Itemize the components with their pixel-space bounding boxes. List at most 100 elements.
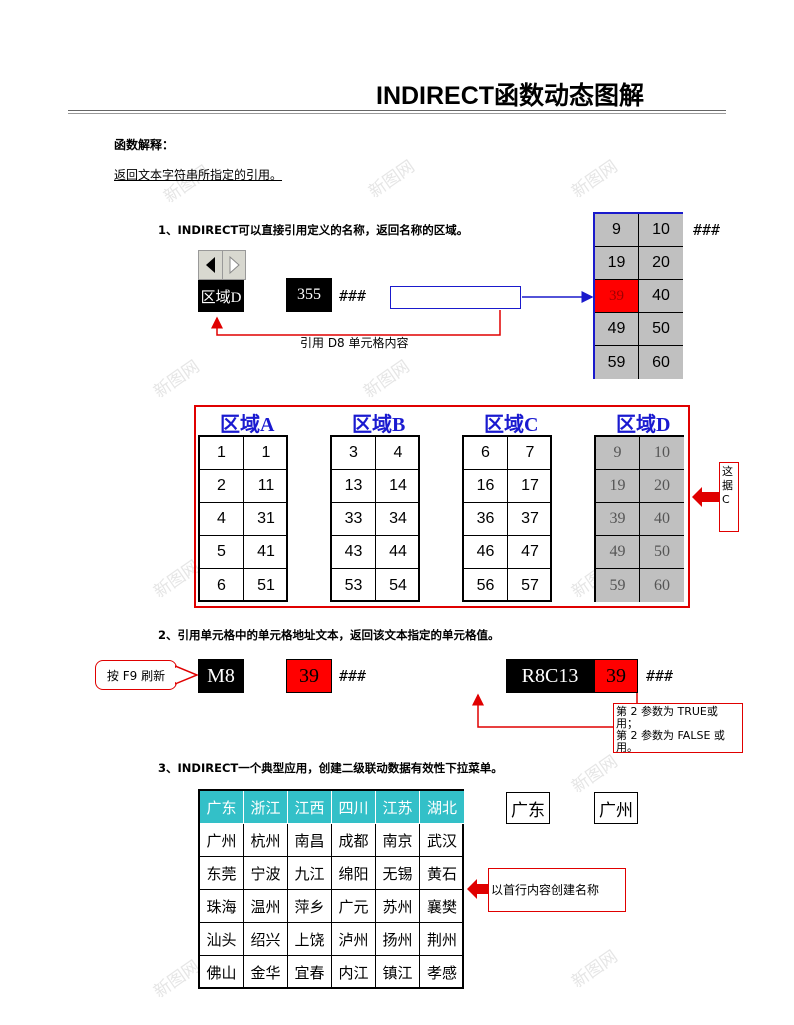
region-callout: 这 据 C bbox=[719, 462, 739, 532]
city-cell: 武汉 bbox=[420, 824, 464, 857]
function-heading: 函数解释： bbox=[114, 138, 175, 152]
section-3-heading: 3、INDIRECT一个典型应用，创建二级联动数据有效性下拉菜单。 bbox=[158, 761, 503, 775]
grid-cell: 17 bbox=[508, 470, 552, 503]
grid-cell: 37 bbox=[508, 503, 552, 536]
parameter-note: 第 2 参数为 TRUE或 用； 第 2 参数为 FALSE 或 用。 bbox=[613, 703, 743, 753]
reference-note: 引用 D8 单元格内容 bbox=[300, 336, 409, 350]
grid-cell: 5 bbox=[200, 536, 244, 569]
city-cell: 无锡 bbox=[376, 857, 420, 890]
grid-cell: 19 bbox=[596, 470, 640, 503]
title-rule bbox=[68, 110, 726, 111]
grid-cell: 54 bbox=[389, 576, 407, 594]
city-cell: 绍兴 bbox=[244, 923, 288, 956]
grid-cell: 60 bbox=[639, 346, 683, 379]
city-cell: 成都 bbox=[332, 824, 376, 857]
grid-cell: 19 bbox=[595, 247, 639, 280]
city-cell: 宁波 bbox=[244, 857, 288, 890]
overflow-hash: ### bbox=[646, 667, 674, 685]
grid-cell: 36 bbox=[464, 503, 508, 536]
grid-cell: 4 bbox=[200, 503, 244, 536]
page-title: INDIRECT函数动态图解 bbox=[376, 82, 645, 110]
city-cell: 泸州 bbox=[332, 923, 376, 956]
city-cell: 黄石 bbox=[420, 857, 464, 890]
callout-pointer bbox=[175, 665, 199, 685]
city-cell: 东莞 bbox=[200, 857, 244, 890]
parameter-note-line: 第 2 参数为 TRUE或 bbox=[616, 705, 718, 718]
province-header: 四川 bbox=[332, 791, 376, 824]
city-cell: 上饶 bbox=[288, 923, 332, 956]
overflow-hash: ### bbox=[693, 221, 721, 239]
city-cell: 宜春 bbox=[288, 956, 332, 989]
formula-box bbox=[390, 286, 521, 309]
grid-cell: 20 bbox=[639, 247, 683, 280]
city-cell: 佛山 bbox=[200, 956, 244, 989]
arrow-left-icon bbox=[467, 879, 490, 899]
grid-cell: 49 bbox=[595, 313, 639, 346]
city-cell: 内江 bbox=[332, 956, 376, 989]
grid-cell: 40 bbox=[639, 280, 683, 313]
arrow-left-icon[interactable] bbox=[199, 251, 223, 279]
region-a-label: 区域A bbox=[220, 414, 275, 436]
grid-cell: 3 bbox=[332, 437, 376, 470]
a1-reference-cell: M8 bbox=[198, 659, 244, 693]
parameter-note-line: 用。 bbox=[616, 741, 638, 753]
grid-cell: 1 bbox=[200, 437, 244, 470]
grid-cell: 59 bbox=[595, 346, 639, 379]
r1c1-reference-cell: R8C13 bbox=[506, 659, 594, 693]
parameter-note-line: 用； bbox=[616, 717, 638, 730]
arrow-right-icon[interactable] bbox=[223, 251, 245, 279]
grid-cell: 60 bbox=[640, 569, 684, 602]
grid-cell: 16 bbox=[464, 470, 508, 503]
city-cell: 孝感 bbox=[426, 965, 457, 982]
grid-cell: 13 bbox=[332, 470, 376, 503]
title-rule bbox=[68, 113, 726, 114]
grid-cell: 20 bbox=[640, 470, 684, 503]
grid-cell: 49 bbox=[596, 536, 640, 569]
regions-panel bbox=[194, 405, 690, 608]
city-cell: 萍乡 bbox=[288, 890, 332, 923]
province-select[interactable]: 广东 bbox=[506, 792, 550, 824]
city-cell: 杭州 bbox=[244, 824, 288, 857]
province-header: 湖北 bbox=[420, 791, 464, 824]
city-cell: 温州 bbox=[244, 890, 288, 923]
city-cell: 绵阳 bbox=[332, 857, 376, 890]
grid-cell: 9 bbox=[596, 437, 640, 470]
province-header: 广东 bbox=[200, 791, 244, 824]
province-header: 江西 bbox=[288, 791, 332, 824]
value-cell: 355 bbox=[286, 278, 332, 312]
grid-cell: 41 bbox=[244, 536, 288, 569]
overflow-hash: ### bbox=[339, 667, 367, 685]
city-select[interactable]: 广州 bbox=[594, 792, 638, 824]
overflow-hash: ### bbox=[339, 287, 367, 305]
grid-cell: 46 bbox=[464, 536, 508, 569]
grid-cell: 44 bbox=[376, 536, 420, 569]
grid-cell: 31 bbox=[244, 503, 288, 536]
function-description: 返回文本字符串所指定的引用。 bbox=[114, 168, 283, 182]
province-header: 江苏 bbox=[376, 791, 420, 824]
grid-cell: 40 bbox=[640, 503, 684, 536]
grid-cell: 10 bbox=[640, 437, 684, 470]
grid-cell: 14 bbox=[376, 470, 420, 503]
city-cell: 金华 bbox=[244, 956, 288, 989]
r1c1-value-cell: 39 bbox=[594, 659, 638, 693]
city-cell: 襄樊 bbox=[420, 890, 464, 923]
grid-cell: 2 bbox=[200, 470, 244, 503]
grid-cell: 47 bbox=[508, 536, 552, 569]
city-cell: 九江 bbox=[288, 857, 332, 890]
city-cell: 广元 bbox=[332, 890, 376, 923]
grid-cell: 43 bbox=[332, 536, 376, 569]
region-name-cell: 区域D bbox=[198, 280, 244, 312]
arrow-left-icon bbox=[692, 487, 719, 507]
name-note: 以首行内容创建名称 bbox=[488, 868, 626, 912]
city-cell: 扬州 bbox=[376, 923, 420, 956]
f9-note: 按 F9 刷新 bbox=[106, 668, 166, 683]
province-header: 浙江 bbox=[244, 791, 288, 824]
region-c-label: 区域C bbox=[484, 414, 539, 436]
section-1-heading: 1、INDIRECT可以直接引用定义的名称，返回名称的区域。 bbox=[158, 223, 469, 237]
grid-cell: 7 bbox=[508, 437, 552, 470]
spin-button[interactable] bbox=[198, 250, 246, 280]
city-cell: 苏州 bbox=[376, 890, 420, 923]
